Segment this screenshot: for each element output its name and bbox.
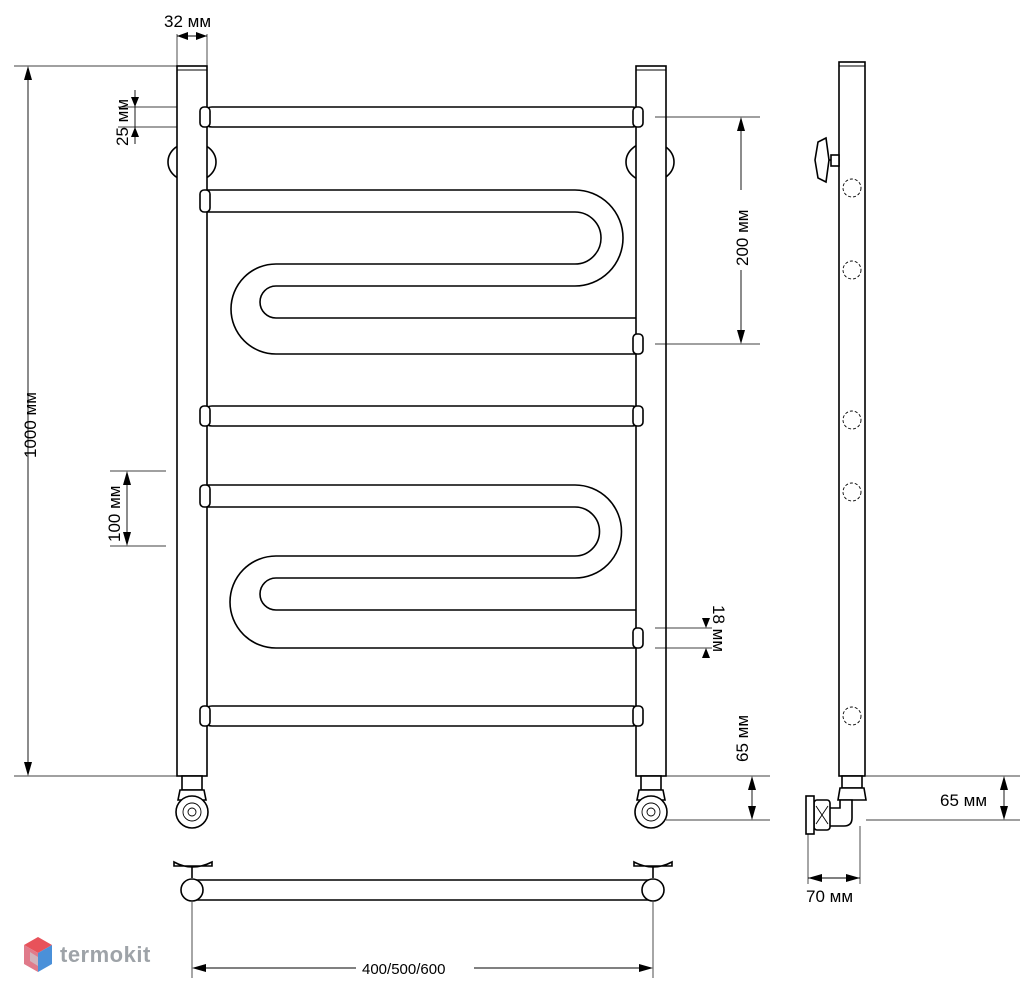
- left-bottom-valve: [175, 775, 209, 829]
- section-spacing-label: 200 мм: [733, 210, 752, 266]
- mounting-points: [842, 178, 862, 726]
- rung-end-caps: [199, 106, 644, 727]
- bottom-offset-label: 65 мм: [733, 715, 752, 762]
- termokit-logo: termokit: [24, 937, 151, 972]
- top-wall-brackets: [167, 141, 675, 183]
- serpentine-upper: [206, 189, 640, 355]
- top-view: [173, 860, 673, 902]
- front-view: [167, 65, 675, 829]
- side-wall-bracket: [814, 136, 840, 184]
- right-bottom-valve: [634, 775, 668, 829]
- dimension-lines: [14, 32, 1020, 978]
- brand-name: termokit: [60, 942, 151, 967]
- top-offset-label: 25 мм: [113, 99, 132, 146]
- side-bottom-offset-label: 65 мм: [940, 791, 987, 810]
- cube-logo-icon: [24, 937, 52, 972]
- serpentine-lower: [206, 484, 640, 649]
- straight-rungs: [201, 106, 643, 727]
- width-options-label: 400/500/600: [362, 961, 445, 978]
- side-view: [805, 61, 867, 835]
- pipe-diameter-label: 32 мм: [164, 12, 211, 31]
- rung-diameter-label: 18 мм: [709, 605, 728, 652]
- total-height-label: 1000 мм: [21, 392, 40, 458]
- wall-distance-label: 70 мм: [806, 887, 853, 906]
- side-bottom-valve: [805, 775, 867, 835]
- dimension-labels: 32 мм 1000 мм 25 мм 100 мм 200 мм 18 мм …: [21, 12, 987, 978]
- rung-spacing-label: 100 мм: [105, 486, 124, 542]
